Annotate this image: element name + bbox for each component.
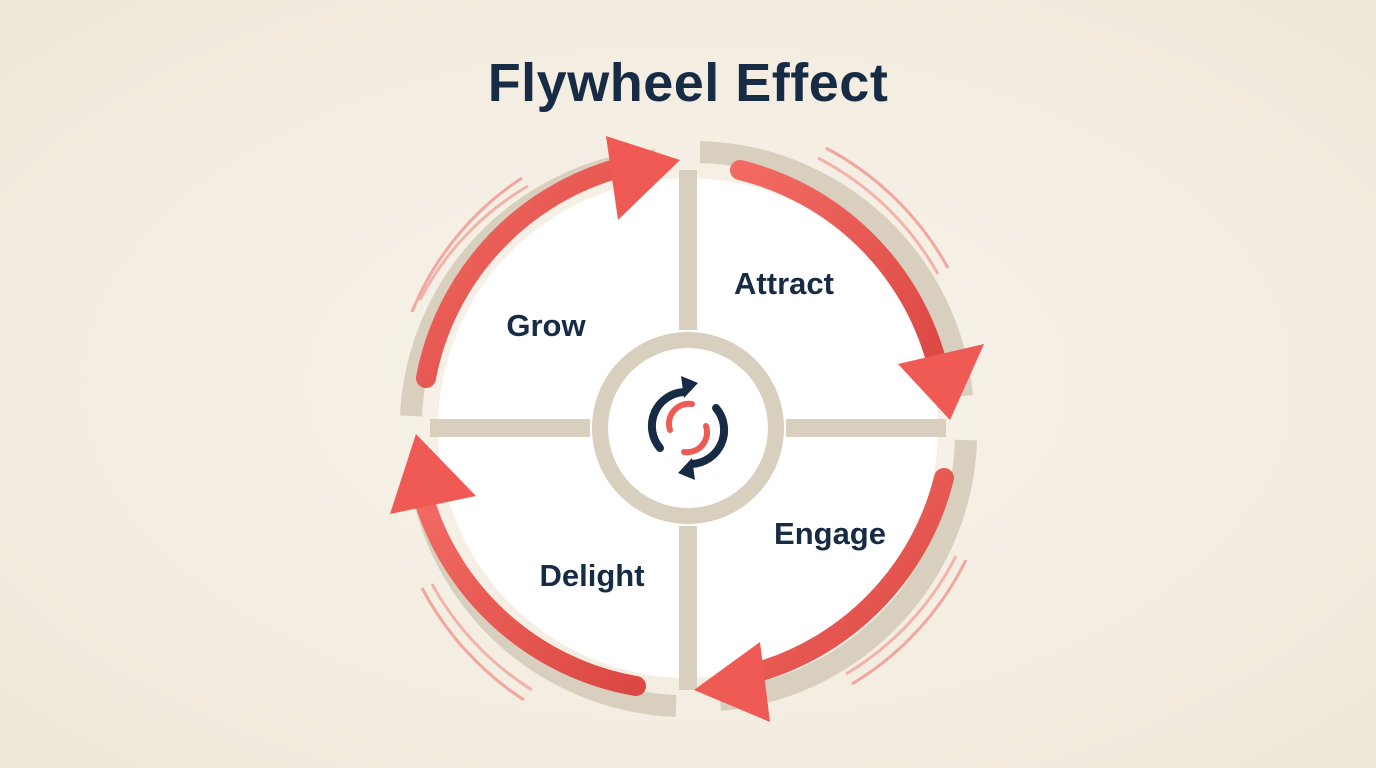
hub-center bbox=[608, 348, 768, 508]
arrow-engage-to-delight bbox=[694, 468, 968, 722]
stage-label-delight: Delight bbox=[539, 558, 644, 593]
stage-label-attract: Attract bbox=[734, 266, 834, 301]
arrow-delight-to-grow bbox=[390, 434, 646, 702]
arrow-grow-to-attract bbox=[410, 136, 680, 388]
stage-label-grow: Grow bbox=[506, 308, 586, 343]
cycle-arrows-icon bbox=[647, 376, 729, 480]
diagram-title: Flywheel Effect bbox=[487, 53, 889, 113]
rim-arc-bottom-right bbox=[719, 439, 977, 711]
wheel-spokes bbox=[430, 170, 946, 690]
stage-label-engage: Engage bbox=[774, 516, 886, 551]
flow-arrows bbox=[390, 136, 984, 722]
arrow-attract-to-engage bbox=[730, 146, 984, 420]
rim-arc-top-right bbox=[699, 141, 973, 398]
